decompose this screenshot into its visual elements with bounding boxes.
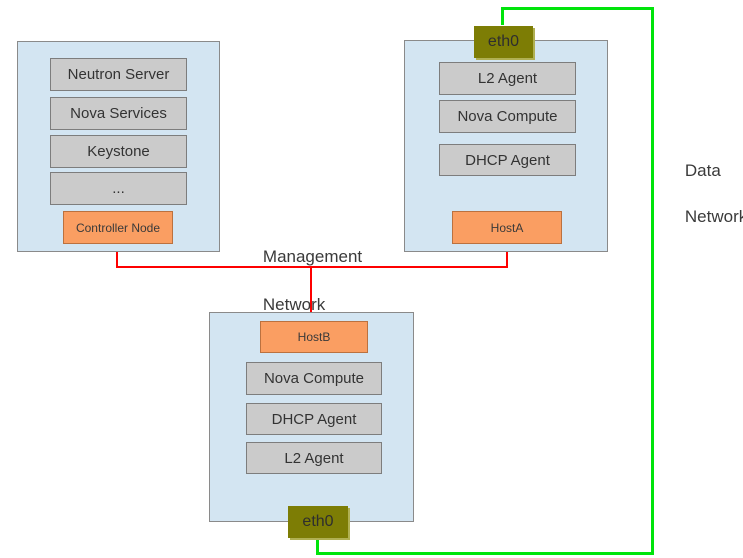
data-network-line-top-drop (501, 7, 504, 25)
host-b-eth0-interface: eth0 (288, 506, 348, 538)
host-b-label: HostB (260, 321, 368, 353)
data-network-line-bottom-drop (316, 536, 319, 555)
service-nova-compute-hosta: Nova Compute (439, 100, 576, 133)
management-network-line-hostb-drop (310, 266, 312, 312)
service-dhcp-agent-hosta: DHCP Agent (439, 144, 576, 176)
host-b-node: HostB Nova Compute DHCP Agent L2 Agent e… (209, 312, 414, 538)
data-network-line-right-vertical (651, 7, 654, 555)
data-network-label-line1: Data (684, 161, 721, 180)
service-neutron-server: Neutron Server (50, 58, 187, 91)
data-network-line-bottom-horizontal (316, 552, 654, 555)
management-network-line-controller-drop (116, 252, 118, 268)
host-a-label: HostA (452, 211, 562, 244)
management-network-line-hosta-drop (506, 252, 508, 268)
service-nova-compute-hostb: Nova Compute (246, 362, 382, 395)
data-network-line-top-horizontal (501, 7, 654, 10)
management-network-label-line2: Network (262, 295, 326, 314)
controller-node-label: Controller Node (63, 211, 173, 244)
service-ellipsis: ... (50, 172, 187, 205)
host-a-node: eth0 L2 Agent Nova Compute DHCP Agent Ho… (404, 26, 608, 252)
service-keystone: Keystone (50, 135, 187, 168)
data-network-label-line2: Network (684, 207, 743, 226)
controller-node: Neutron Server Nova Services Keystone ..… (17, 41, 220, 252)
service-nova-services: Nova Services (50, 97, 187, 130)
data-network-label: Data Network (666, 136, 743, 251)
management-network-line-horizontal (116, 266, 508, 268)
service-dhcp-agent-hostb: DHCP Agent (246, 403, 382, 435)
management-network-label-line1: Management (262, 247, 363, 266)
service-l2-agent-hosta: L2 Agent (439, 62, 576, 95)
host-a-eth0-interface: eth0 (474, 26, 533, 58)
management-network-label: Management Network (244, 221, 362, 341)
service-l2-agent-hostb: L2 Agent (246, 442, 382, 474)
